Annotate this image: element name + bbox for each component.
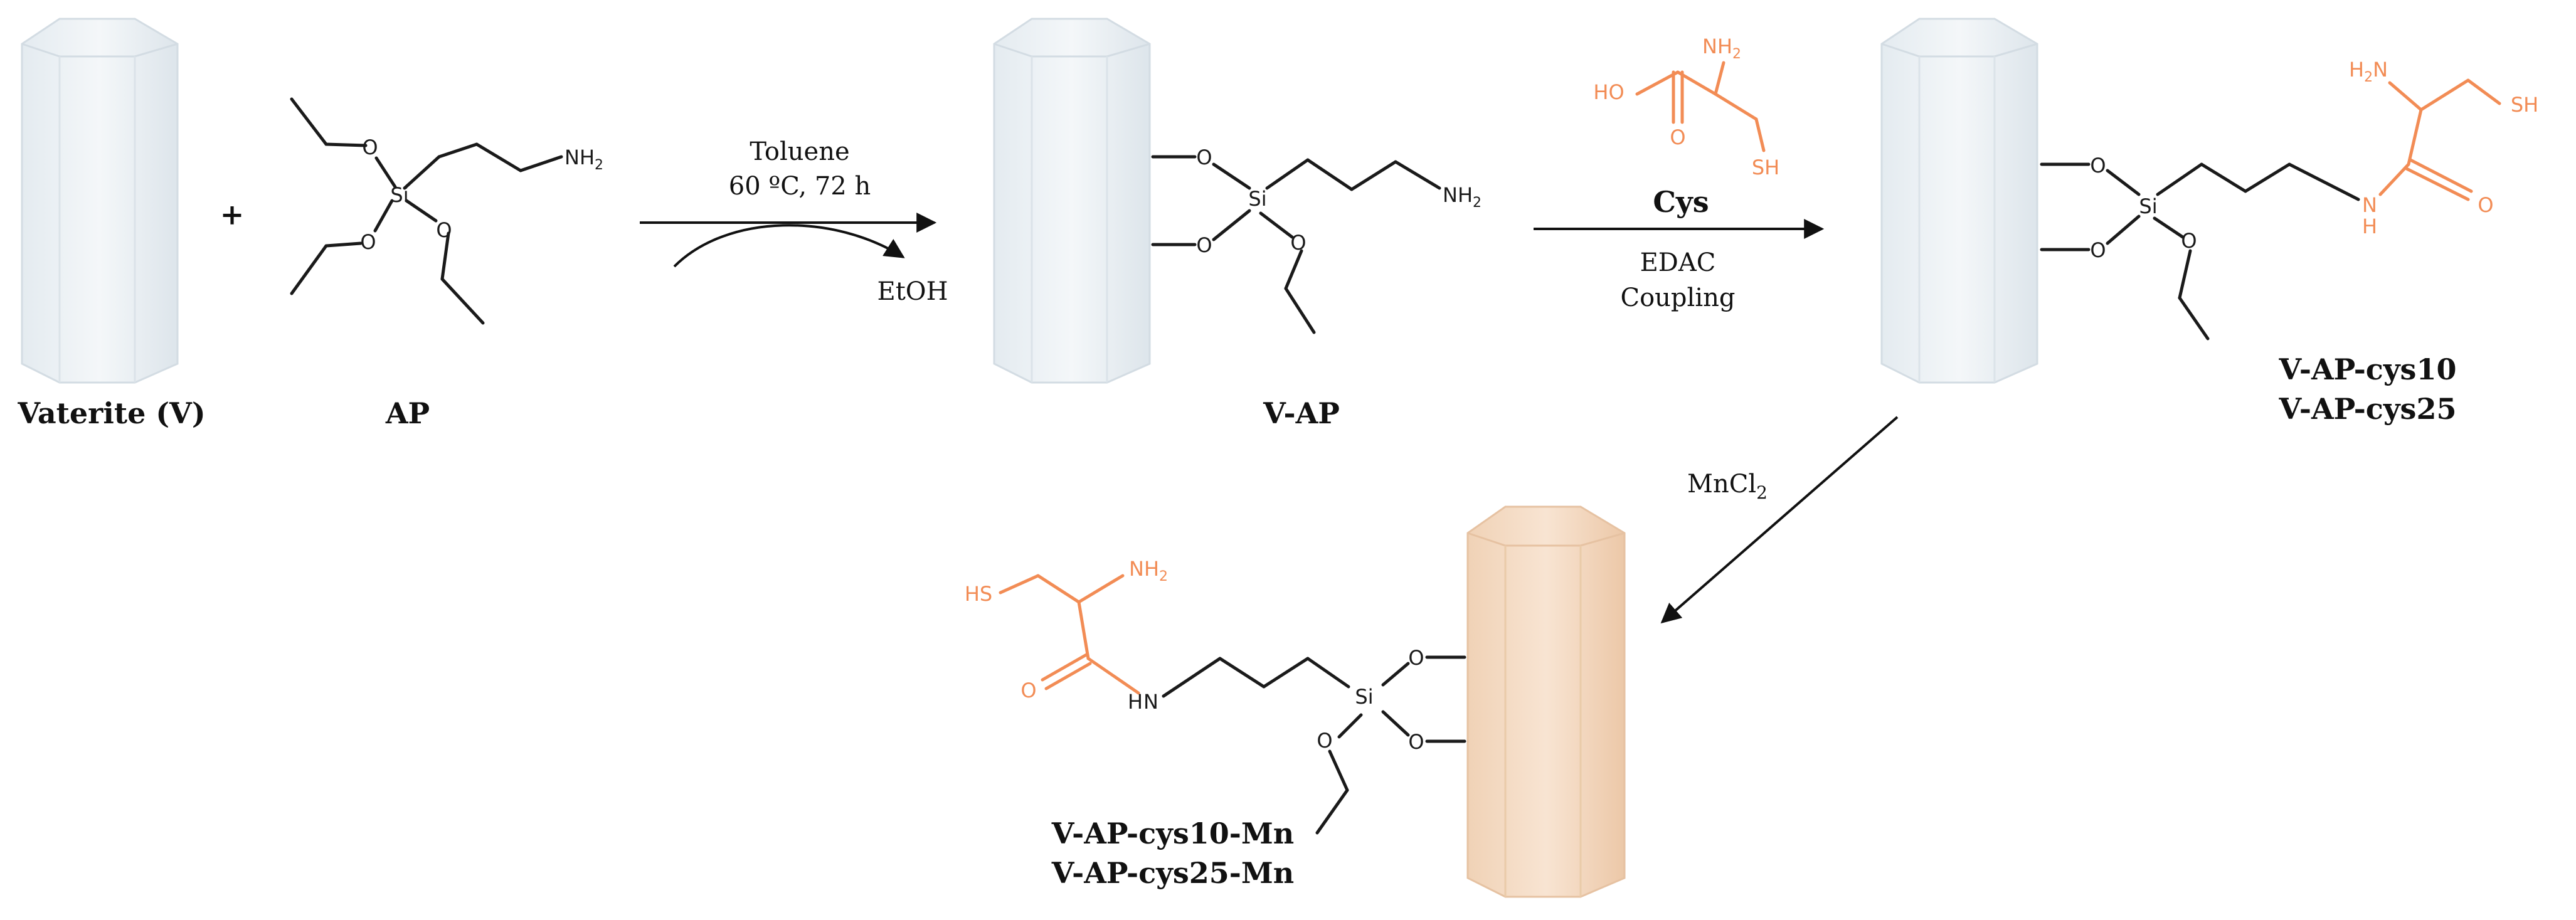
ap-label: AP [385,396,430,430]
vap-silane-chain: O O Si O NH2 [1151,145,1481,334]
oxygen-atom: O [1196,145,1212,169]
carbonyl-oxygen-atom: O [1670,125,1685,149]
amide-hydrogen-atom: H [2362,214,2377,238]
amide-nitrogen-atom: N [1143,690,1158,714]
oxygen-atom: O [1408,730,1424,754]
silicon-atom: Si [1248,187,1266,211]
vapcys-ligand-chain: O O Si O N H O H2N SH [2040,58,2538,341]
oxygen-atom: O [1290,231,1306,255]
vapcys-crystal-icon [1880,18,2038,384]
oxygen-atom: O [2090,238,2106,262]
plus-sign: + [220,198,245,231]
oxygen-atom: O [1317,729,1332,753]
hydroxyl-group: HO [1593,80,1624,104]
oxygen-atom: O [362,135,378,159]
solvent-label: Toluene [750,137,849,166]
reaction-arrow-3 [1660,416,1899,624]
oxygen-atom: O [436,218,452,242]
vap-crystal-icon [993,18,1151,384]
vapcys10mn-label: V-AP-cys10-Mn [1051,817,1294,850]
vap-label: V-AP [1263,396,1340,430]
silicon-atom: Si [1355,685,1373,709]
amide-hydrogen-atom: H [1128,690,1143,714]
vaterite-crystal-icon [21,18,179,384]
oxygen-atom: O [2181,229,2197,253]
carbonyl-oxygen-atom: O [2478,193,2493,217]
vapcys25mn-label: V-AP-cys25-Mn [1051,856,1294,890]
ap-molecule: O Si O O NH2 [290,97,603,325]
oxygen-atom: O [360,230,376,254]
thiol-group: SH [1752,156,1779,179]
byproduct-curved-arrow [673,224,905,268]
mn-ligand-chain: O O Si O N H O NH2 HS [965,557,1466,835]
thiol-group: SH [2511,93,2538,117]
coupling-label: Coupling [1620,283,1735,312]
mncl2-label: MnCl2 [1687,470,1768,503]
thiol-group: HS [965,582,992,606]
cysteine-molecule: HO NH2 O SH [1593,34,1779,179]
carbonyl-oxygen-atom: O [1020,679,1036,702]
silicon-atom: Si [2139,194,2157,218]
amine-group: NH2 [1443,183,1481,211]
silicon-atom: Si [390,183,408,207]
vapcys25-label: V-AP-cys25 [2279,392,2457,426]
oxygen-atom: O [2090,154,2106,177]
cys-label: Cys [1653,185,1709,219]
temperature-time-label: 60 ºC, 72 h [729,172,871,201]
amine-group: H2N [2349,58,2388,85]
mn-crystal-icon [1466,505,1626,898]
vapcys10-label: V-AP-cys10 [2279,352,2457,386]
amine-group: NH2 [1702,34,1741,62]
ethanol-label: EtOH [877,277,948,306]
oxygen-atom: O [1196,233,1212,257]
oxygen-atom: O [1408,646,1424,670]
vaterite-label: Vaterite (V) [17,396,205,430]
amine-group: NH2 [1129,557,1168,584]
edac-label: EDAC [1640,248,1716,277]
amide-nitrogen-atom: N [2362,193,2377,217]
amine-group: NH2 [564,145,603,173]
